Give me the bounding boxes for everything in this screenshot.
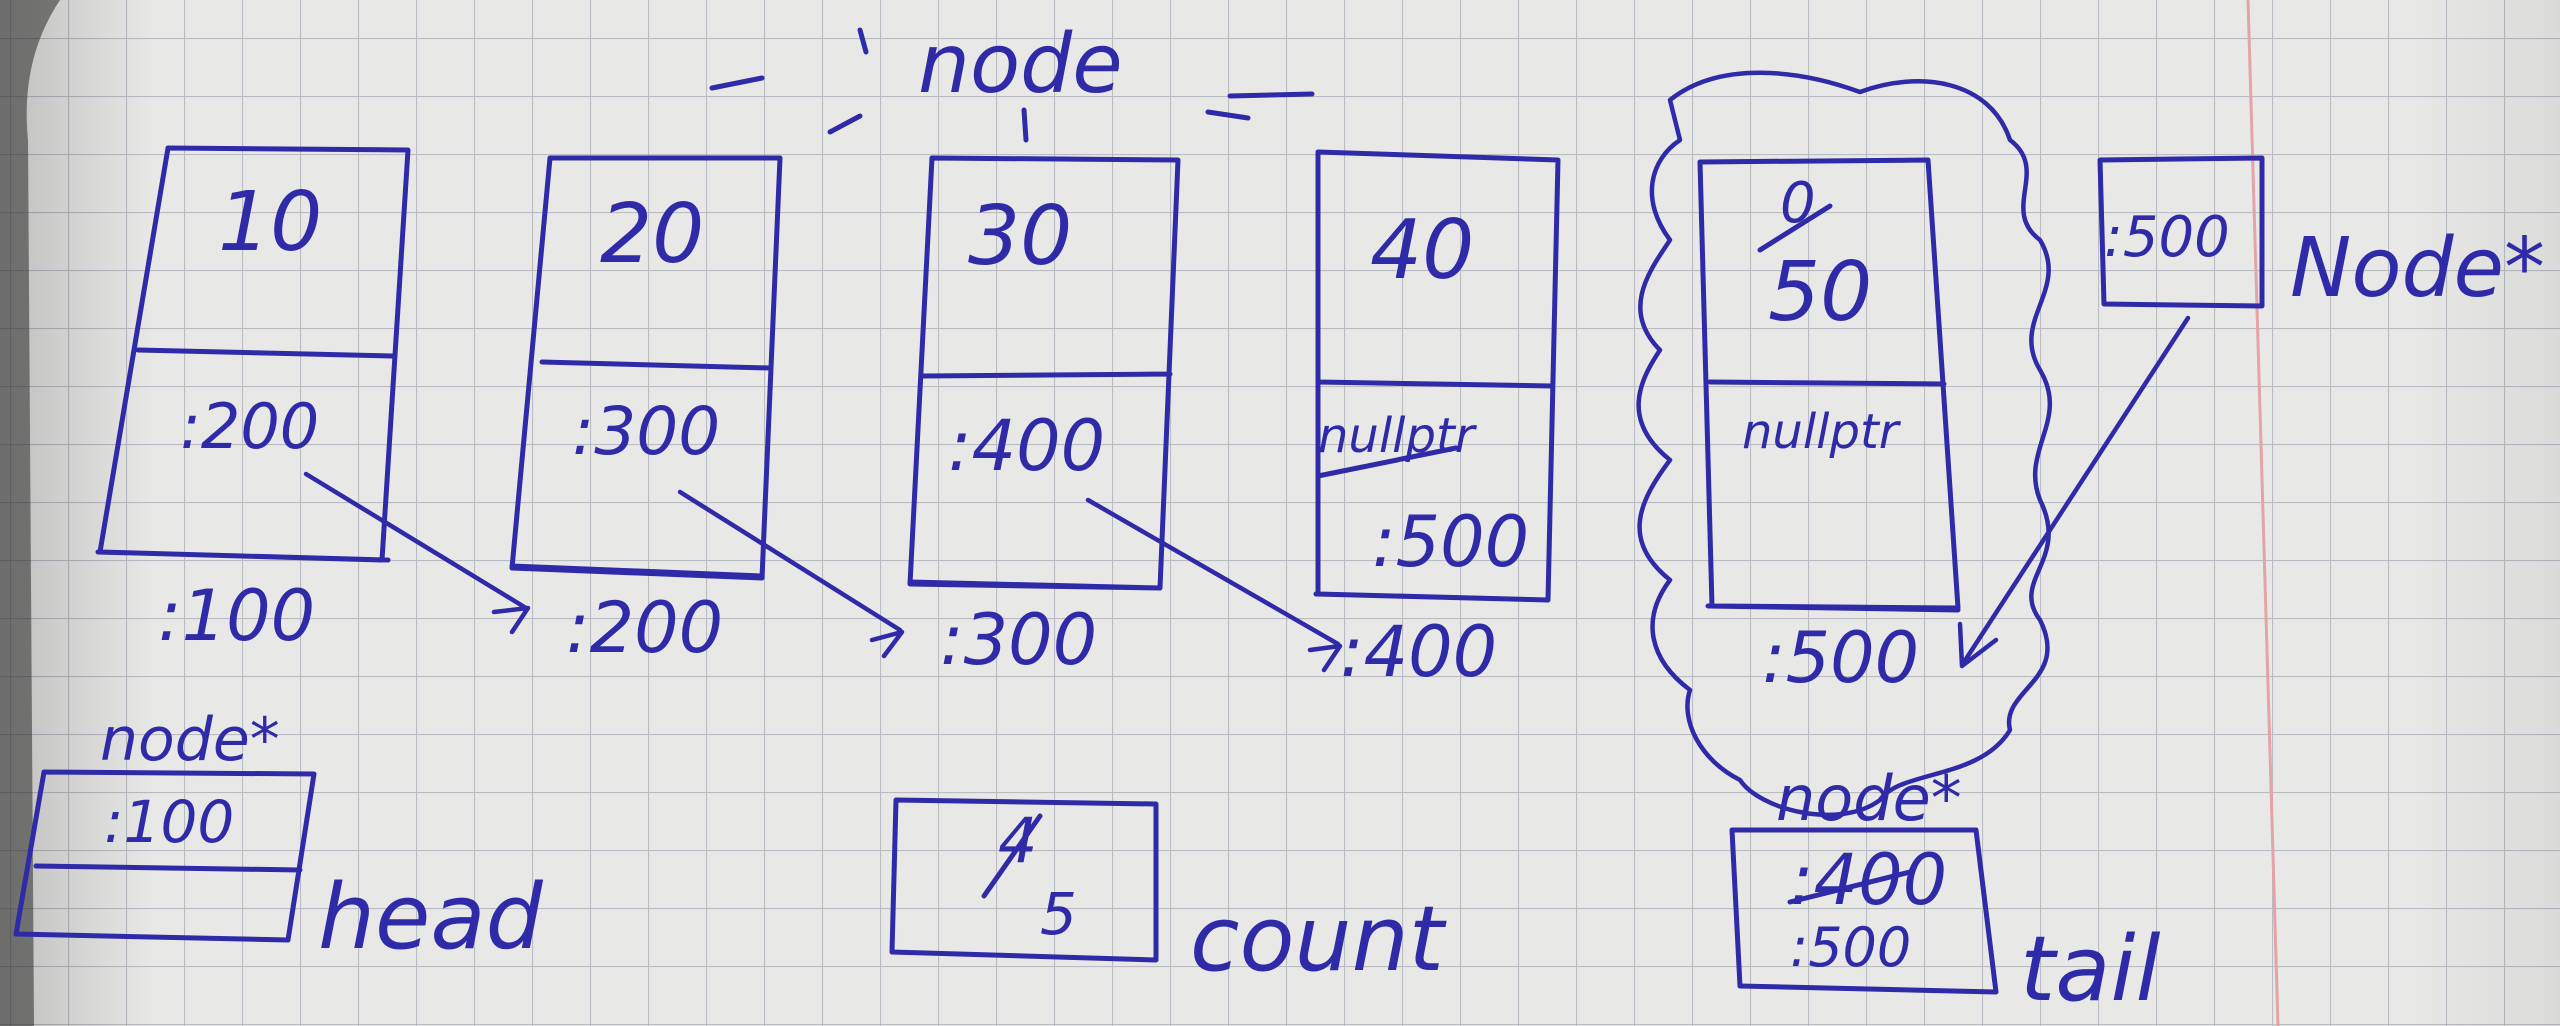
node-2-next: :300: [572, 393, 720, 470]
node-1-next: :200: [180, 390, 319, 463]
arrow-node2-to-node3: [677, 489, 905, 659]
node-box-4: 40 nullptr :500 :400: [1313, 149, 1561, 693]
node-1-outline: [95, 145, 411, 563]
node-2-address: :200: [566, 587, 723, 669]
count-value: 5: [1040, 880, 1077, 948]
arrow-node1-to-node2: [303, 471, 531, 635]
tail-box: [1729, 827, 1999, 995]
title-dashes: [709, 27, 1315, 143]
node-4-next: :500: [1372, 501, 1529, 583]
tail-value: :500: [1790, 916, 1911, 979]
head-type: node*: [100, 705, 280, 775]
tail-variable: node* :400 :500 tail: [1729, 762, 2160, 1022]
node-box-2: 20 :300 :200: [509, 155, 783, 669]
new-pointer-type: Node*: [2290, 221, 2545, 316]
new-pointer-value: :500: [2104, 205, 2230, 270]
tail-label: tail: [2020, 917, 2160, 1022]
node-5-strike: [1757, 203, 1833, 253]
node-4-address: :400: [1340, 611, 1497, 693]
arrow-node3-to-node4: [1085, 497, 1343, 673]
node-2-data: 20: [600, 187, 704, 282]
new-pointer: :500 Node*: [2097, 155, 2545, 316]
node-1-data: 10: [218, 175, 322, 270]
node-4-data: 40: [1370, 203, 1474, 298]
node-3-address: :300: [940, 599, 1097, 681]
node-3-outline: [907, 155, 1181, 591]
node-4-strike: [1315, 445, 1459, 479]
node-box-5: 0 50 nullptr :500: [1636, 70, 2052, 817]
count-label: count: [1190, 887, 1448, 992]
node-4-next-crossed: nullptr: [1318, 408, 1478, 464]
arrow-pointer-to-node5: [1957, 315, 2191, 669]
head-value: :100: [104, 788, 234, 856]
node-3-data: 30: [968, 189, 1072, 284]
node-2-outline: [509, 155, 783, 581]
new-pointer-box: [2097, 155, 2265, 309]
head-variable: node* :100 head: [13, 705, 544, 970]
node-3-next: :400: [948, 405, 1105, 487]
node-5-address: :500: [1762, 617, 1919, 699]
count-variable: 4 5 count: [889, 797, 1448, 992]
node-5-outline: [1697, 157, 1961, 613]
count-box: [889, 797, 1159, 963]
binding-shadow: [0, 0, 60, 1026]
tail-strike: [1787, 869, 1913, 905]
head-label: head: [318, 865, 544, 970]
cloud-outline: [1636, 70, 2052, 817]
tail-type: node*: [1776, 762, 1962, 835]
head-box: [13, 769, 317, 943]
pointer-arrows: [303, 315, 2191, 673]
node-box-3: 30 :400 :300: [907, 155, 1181, 681]
title-group: node: [709, 17, 1315, 143]
node-1-address: :100: [158, 575, 315, 657]
node-4-outline: [1313, 149, 1561, 603]
node-box-1: 10 :200 :100: [95, 145, 411, 657]
node-5-data: 50: [1768, 245, 1872, 340]
count-strike: [981, 813, 1043, 899]
diagram-title: node: [918, 17, 1123, 112]
node-5-next: nullptr: [1742, 404, 1902, 460]
